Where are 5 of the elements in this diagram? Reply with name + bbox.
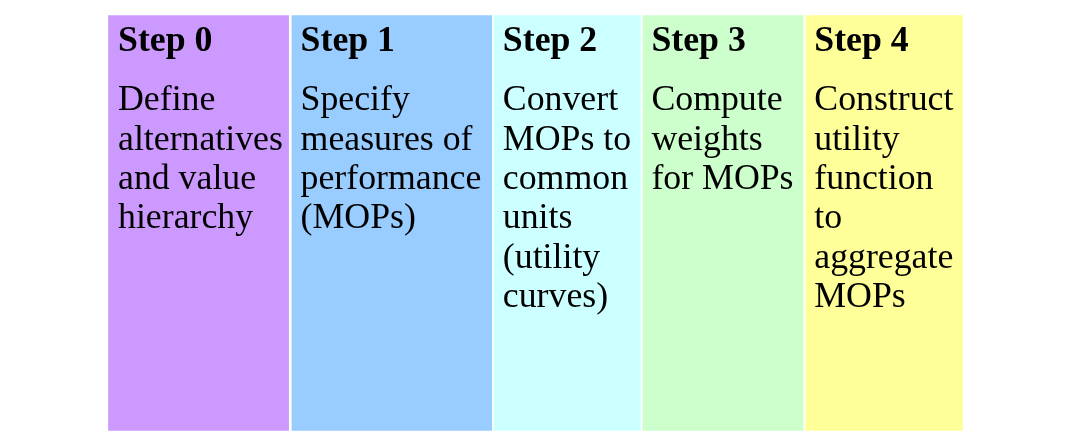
- node-box: Step 3 Compute weights for MOPs: [642, 15, 804, 431]
- node-box: Step 0 Define alternatives and value hierarchy: [108, 15, 289, 431]
- node-box: Step 4 Construct utility function to aggregate MOPs: [805, 15, 963, 431]
- node-box: Step 1 Specify measures of performance (MOPs): [291, 15, 493, 431]
- node-box: Step 2 Convert MOPs to common units (utility curves): [493, 15, 641, 431]
